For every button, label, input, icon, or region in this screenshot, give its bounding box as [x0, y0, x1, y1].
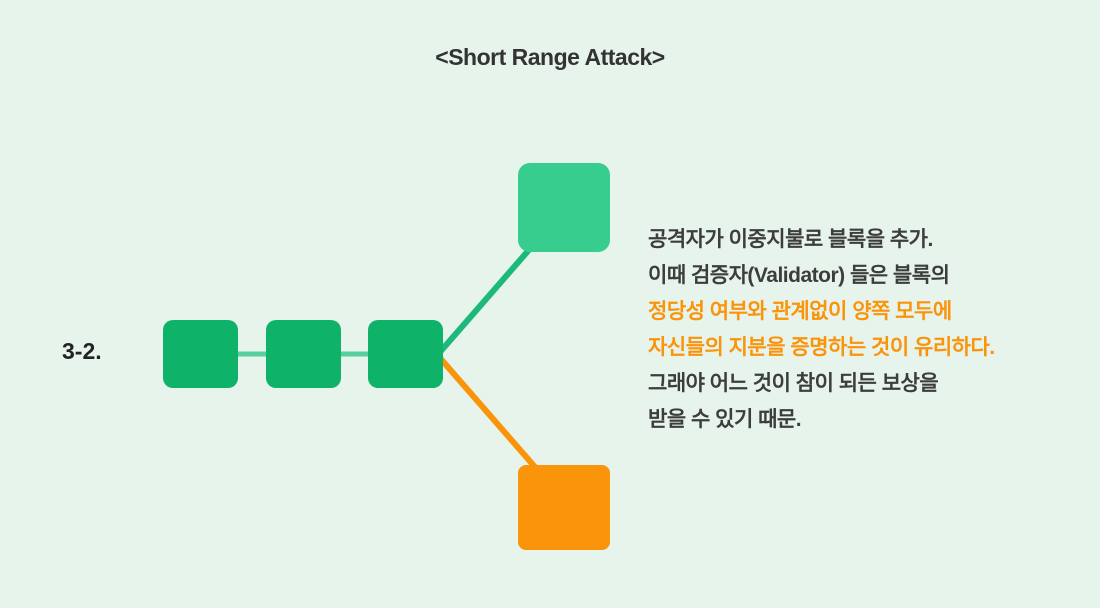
chain-block-2 — [266, 320, 341, 388]
description-line-5: 그래야 어느 것이 참이 되든 보상을 — [648, 372, 939, 395]
description-line-3: 정당성 여부와 관계없이 양쪽 모두에 — [648, 300, 952, 323]
description-line-2: 이때 검증자(Validator) 들은 블록의 — [648, 264, 950, 287]
page-title: <Short Range Attack> — [435, 44, 665, 70]
bottom-branch-line — [437, 355, 551, 485]
description-line-4: 자신들의 지분을 증명하는 것이 유리하다. — [648, 336, 995, 359]
fork-block-top — [518, 163, 610, 252]
step-label: 3-2. — [62, 338, 102, 364]
description-line-6: 받을 수 있기 때문. — [648, 408, 802, 431]
description-line-1: 공격자가 이중지불로 블록을 추가. — [648, 228, 933, 251]
chain-block-1 — [163, 320, 238, 388]
fork-block-bottom — [518, 465, 610, 550]
chain-block-3 — [368, 320, 443, 388]
description-text: 공격자가 이중지불로 블록을 추가. 이때 검증자(Validator) 들은 … — [648, 222, 995, 438]
